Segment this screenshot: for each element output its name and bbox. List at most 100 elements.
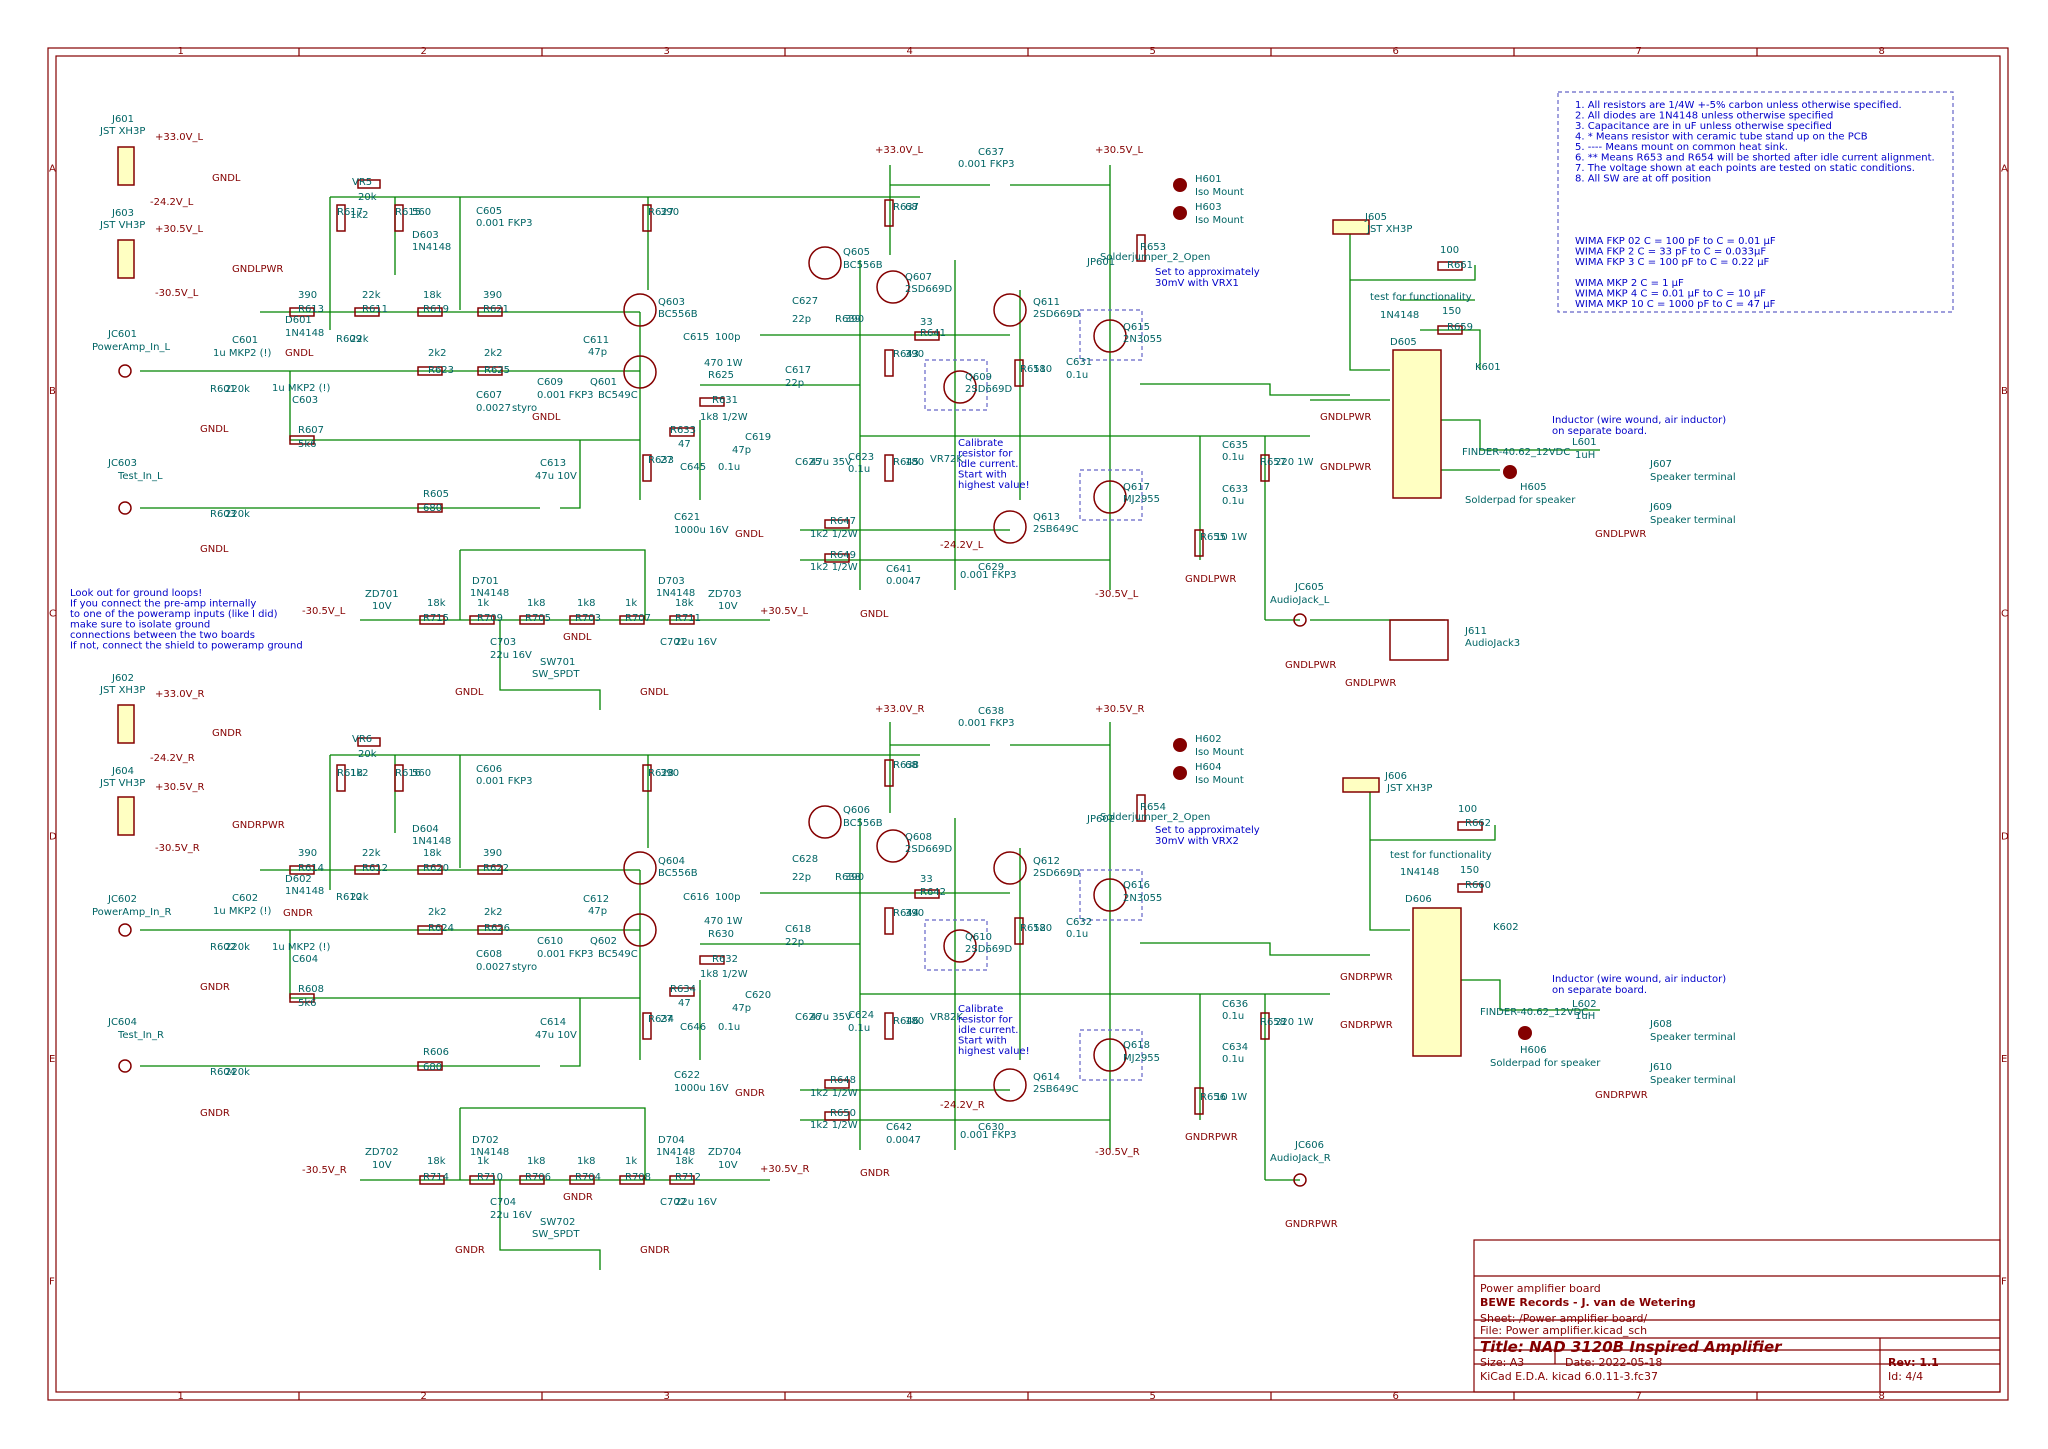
component-label: 1u MKP2 (!) bbox=[213, 348, 272, 359]
component-label: R613 bbox=[298, 304, 324, 315]
component-label: GNDL bbox=[212, 173, 241, 184]
component-label: VR6 bbox=[352, 734, 372, 745]
component-label: 0.1u bbox=[1066, 370, 1088, 381]
component-label: JC605 bbox=[1294, 582, 1324, 593]
component-label: 1k8 1/2W bbox=[700, 412, 748, 423]
component-label: 1k bbox=[477, 598, 489, 609]
component-label: 390 bbox=[905, 349, 924, 360]
component-label: R642 bbox=[920, 887, 946, 898]
component-label: 1k bbox=[625, 598, 637, 609]
component-label: 22p bbox=[785, 378, 804, 389]
component-label: 560 bbox=[412, 207, 431, 218]
component-label: 150 bbox=[1460, 865, 1479, 876]
component-label: R652 bbox=[1020, 923, 1046, 934]
component-label: C606 bbox=[476, 764, 502, 775]
component-label: JP601 bbox=[1086, 257, 1115, 268]
component-label: BC556B bbox=[843, 818, 883, 829]
component-label: C602 bbox=[232, 893, 258, 904]
component-label: R639 bbox=[835, 314, 861, 325]
component-label: 18k bbox=[675, 598, 694, 609]
component-label: 22p bbox=[785, 937, 804, 948]
component-label: Q605 bbox=[843, 247, 870, 258]
note-line: Look out for ground loops! bbox=[70, 588, 202, 599]
component-label: R614 bbox=[298, 863, 324, 874]
component-label: Q602 bbox=[590, 936, 617, 947]
component-label: GNDR bbox=[212, 728, 242, 739]
component-label: 390 bbox=[905, 908, 924, 919]
component-label: C612 bbox=[583, 894, 609, 905]
component-label: R706 bbox=[525, 1172, 551, 1183]
component-label: JC603 bbox=[107, 458, 137, 469]
component-label: R660 bbox=[1465, 880, 1491, 891]
zone-row: B bbox=[49, 386, 56, 397]
component-label: R711 bbox=[675, 613, 701, 624]
note-line: on separate board. bbox=[1552, 985, 1647, 996]
component-label: -24.2V_L bbox=[150, 197, 194, 208]
component-label: +30.5V_R bbox=[760, 1164, 809, 1175]
component-label: 0.1u bbox=[1222, 1054, 1244, 1065]
zone-row: B bbox=[2001, 386, 2008, 397]
component-label: R656 bbox=[1200, 1092, 1226, 1103]
component-label: D604 bbox=[412, 824, 439, 835]
component-label: C641 bbox=[886, 564, 912, 575]
note-line: highest value! bbox=[958, 1046, 1030, 1057]
component-label: C622 bbox=[674, 1070, 700, 1081]
component-label: PowerAmp_In_R bbox=[92, 907, 171, 918]
component-label: R625 bbox=[708, 370, 734, 381]
component-label: GNDR bbox=[200, 982, 230, 993]
zone-row: E bbox=[49, 1054, 55, 1065]
component-label: FINDER-40.62_12VDC bbox=[1462, 447, 1570, 458]
component-label: 2N3055 bbox=[1123, 334, 1162, 345]
component-label: R641 bbox=[920, 328, 946, 339]
component-label: C607 bbox=[476, 390, 502, 401]
component-label: R621 bbox=[483, 304, 509, 315]
component-label: D603 bbox=[412, 230, 439, 241]
component-label: 390 bbox=[845, 872, 864, 883]
component-label: R623 bbox=[428, 365, 454, 376]
component-label: 22p bbox=[792, 314, 811, 325]
component-label: J609 bbox=[1649, 502, 1672, 513]
component-label: C634 bbox=[1222, 1042, 1248, 1053]
component-label: 2SB649C bbox=[1033, 1084, 1079, 1095]
component-label: Speaker terminal bbox=[1650, 1032, 1736, 1043]
component-label: R633 bbox=[670, 425, 696, 436]
component-label: D601 bbox=[285, 315, 312, 326]
component-label: Q604 bbox=[658, 856, 685, 867]
component-label: C605 bbox=[476, 206, 502, 217]
component-label: SW_SPDT bbox=[532, 1229, 580, 1240]
component-label: 1k8 bbox=[577, 598, 596, 609]
component-label: Q618 bbox=[1123, 1040, 1150, 1051]
component-label: C630 bbox=[978, 1122, 1004, 1133]
component-label: Q612 bbox=[1033, 856, 1060, 867]
inductor-note-right: Inductor (wire wound, air inductor)on se… bbox=[1552, 974, 1726, 996]
zone-col: 1 bbox=[178, 1391, 184, 1402]
component-label: C646 bbox=[680, 1022, 706, 1033]
component-label: 5k6 bbox=[298, 998, 317, 1009]
component-label: 1k bbox=[477, 1156, 489, 1167]
component-label: R659 bbox=[1447, 322, 1473, 333]
component-label: 18k bbox=[675, 1156, 694, 1167]
note-line: WIMA FKP 02 C = 100 pF to C = 0.01 µF bbox=[1575, 236, 1776, 247]
component-label: BC556B bbox=[658, 868, 698, 879]
component-label: R616 bbox=[395, 768, 421, 779]
component-label: 2N3055 bbox=[1123, 893, 1162, 904]
component-label: AudioJack3 bbox=[1465, 638, 1520, 649]
component-label: ZD703 bbox=[708, 589, 742, 600]
component-label: K602 bbox=[1493, 922, 1519, 933]
zone-row: C bbox=[2001, 609, 2008, 620]
component-label: Speaker terminal bbox=[1650, 472, 1736, 483]
component-label: GNDR bbox=[200, 1108, 230, 1119]
component-label: 2k2 bbox=[484, 907, 503, 918]
component-label: 22u 16V bbox=[490, 650, 532, 661]
component-label: GNDRPWR bbox=[1285, 1219, 1338, 1230]
component-label: R602 bbox=[210, 942, 236, 953]
component-label: R650 bbox=[830, 1108, 856, 1119]
component-label: 47p bbox=[732, 1003, 751, 1014]
component-label: Solderjumper_2_Open bbox=[1100, 252, 1210, 263]
component-label: 47u 35V bbox=[810, 457, 852, 468]
zone-col: 7 bbox=[1636, 46, 1642, 57]
note-line: on separate board. bbox=[1552, 426, 1647, 437]
component-label: C618 bbox=[785, 924, 811, 935]
component-label: 2k2 bbox=[484, 348, 503, 359]
